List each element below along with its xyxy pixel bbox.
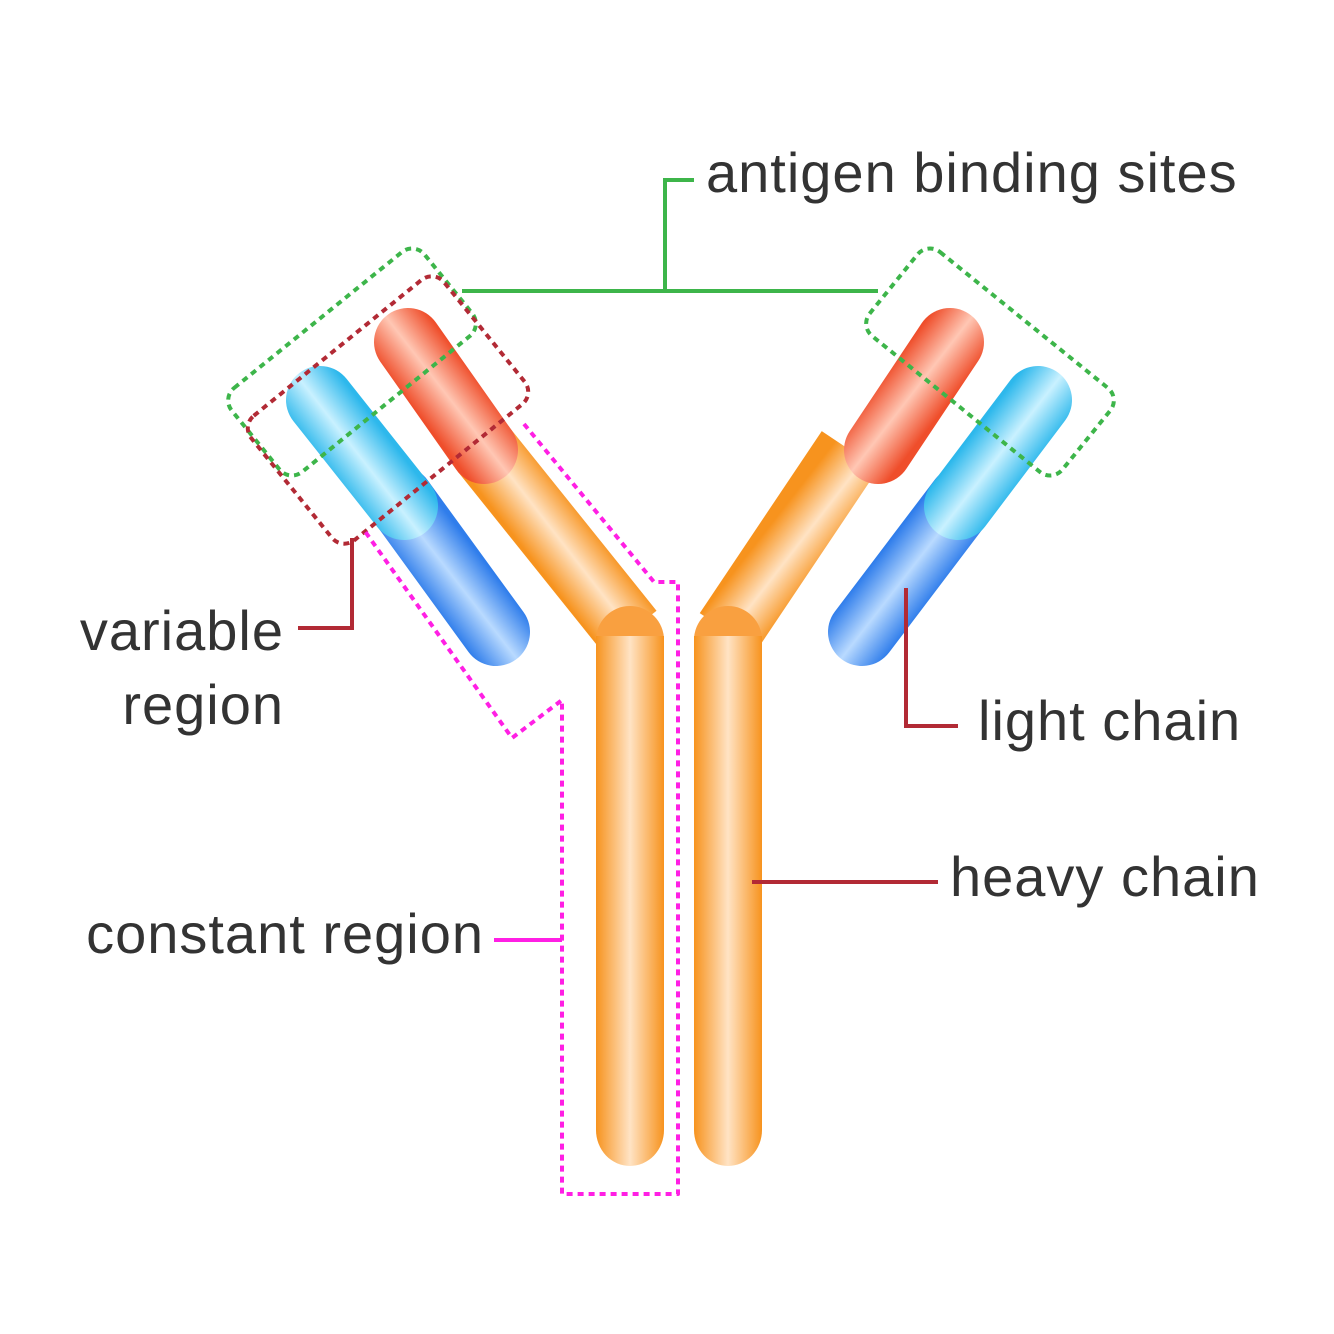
heavy-chain-right (694, 342, 950, 1166)
heavy-chain-left (408, 342, 664, 1166)
constant-region-label: constant region (86, 902, 484, 965)
antigen-binding-sites-label: antigen binding sites (706, 141, 1238, 204)
variable-region-label-line1: variable (80, 599, 284, 662)
variable-region-label-line2: region (122, 673, 284, 736)
heavy-chain-label: heavy chain (950, 845, 1260, 908)
variable-region-leader (298, 538, 352, 628)
light-chain-label: light chain (978, 689, 1241, 752)
